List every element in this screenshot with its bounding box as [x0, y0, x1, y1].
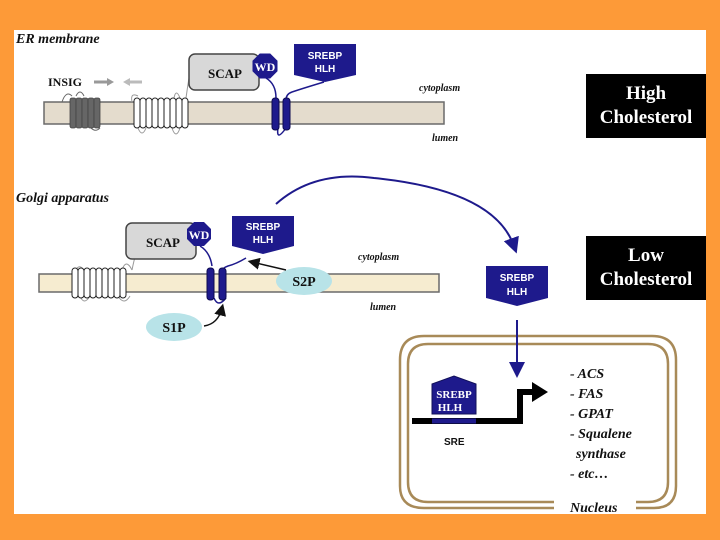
srebp-er — [294, 44, 356, 82]
srebp-released-line2: HLH — [507, 287, 528, 298]
golgi-cytoplasm-label: cytoplasm — [358, 252, 399, 263]
srebp-golgi-line1: SREBP — [246, 222, 281, 233]
high-cholesterol-line1: High — [626, 83, 667, 104]
insig-arrow-right-icon — [94, 78, 114, 86]
golgi-apparatus-label: Golgi apparatus — [16, 191, 110, 206]
srebp-pathway-diagram: ER membrane INSIG — [15, 32, 706, 514]
target-gene-item: - GPAT — [570, 407, 614, 422]
s1p-label: S1P — [162, 321, 186, 336]
high-cholesterol-line2: Cholesterol — [600, 107, 693, 128]
diagram-panel: ER membrane INSIG — [14, 30, 706, 514]
dna-promoter — [412, 389, 534, 424]
wd-er-label: WD — [255, 60, 276, 74]
target-gene-item: - etc… — [570, 467, 608, 482]
wd-domain-er — [252, 53, 278, 79]
srebp-nuclear-line2: HLH — [438, 402, 463, 414]
srebp-transmembrane-golgi — [199, 245, 247, 304]
s2p-protease — [276, 267, 332, 295]
srebp-released-line1: SREBP — [500, 273, 535, 284]
scap-golgi-label: SCAP — [146, 235, 180, 250]
target-gene-item: - Squalene — [570, 427, 632, 442]
nucleus-label-bg — [554, 494, 636, 514]
er-membrane-label: ER membrane — [15, 32, 100, 47]
srebp-nuclear — [431, 375, 477, 415]
wd-domain-golgi — [187, 222, 211, 246]
er-cytoplasm-label: cytoplasm — [419, 83, 460, 94]
er-lumen-label: lumen — [432, 133, 459, 144]
srebp-golgi-line2: HLH — [253, 235, 274, 246]
nucleus-label: Nucleus — [569, 501, 618, 514]
nucleus-envelope — [398, 334, 678, 510]
srebp-er-line1: SREBP — [308, 51, 343, 62]
scap-er-label: SCAP — [208, 66, 242, 81]
golgi-lumen-label: lumen — [370, 302, 397, 313]
s2p-label: S2P — [292, 275, 316, 290]
srebp-nuclear-line1: SREBP — [436, 389, 472, 401]
s2p-cleavage-arrow-icon — [247, 257, 287, 271]
low-cholesterol-line2: Cholesterol — [600, 269, 693, 290]
target-gene-item: - ACS — [570, 367, 604, 382]
srebp-released — [486, 266, 548, 306]
srebp-er-line2: HLH — [315, 64, 336, 75]
srebp-transmembrane-er — [265, 77, 325, 136]
low-cholesterol-box — [586, 236, 706, 300]
scap-transmembrane-golgi — [71, 243, 141, 302]
insig-label: INSIG — [48, 75, 82, 89]
insig-arrow-left-icon — [123, 78, 142, 86]
transport-arrow-icon — [275, 175, 519, 254]
target-gene-item: synthase — [575, 447, 626, 462]
target-gene-item: - FAS — [570, 387, 604, 402]
sre-label: SRE — [444, 437, 465, 448]
insig-protein — [61, 91, 101, 131]
golgi-membrane — [38, 273, 440, 293]
s1p-protease — [146, 313, 202, 341]
srebp-golgi — [232, 216, 294, 254]
high-cholesterol-box — [586, 74, 706, 138]
s1p-cleavage-arrow-icon — [203, 303, 226, 327]
transcription-arrow-icon — [532, 382, 548, 402]
wd-golgi-label: WD — [189, 228, 210, 242]
er-membrane — [43, 101, 445, 125]
low-cholesterol-line1: Low — [628, 245, 664, 266]
